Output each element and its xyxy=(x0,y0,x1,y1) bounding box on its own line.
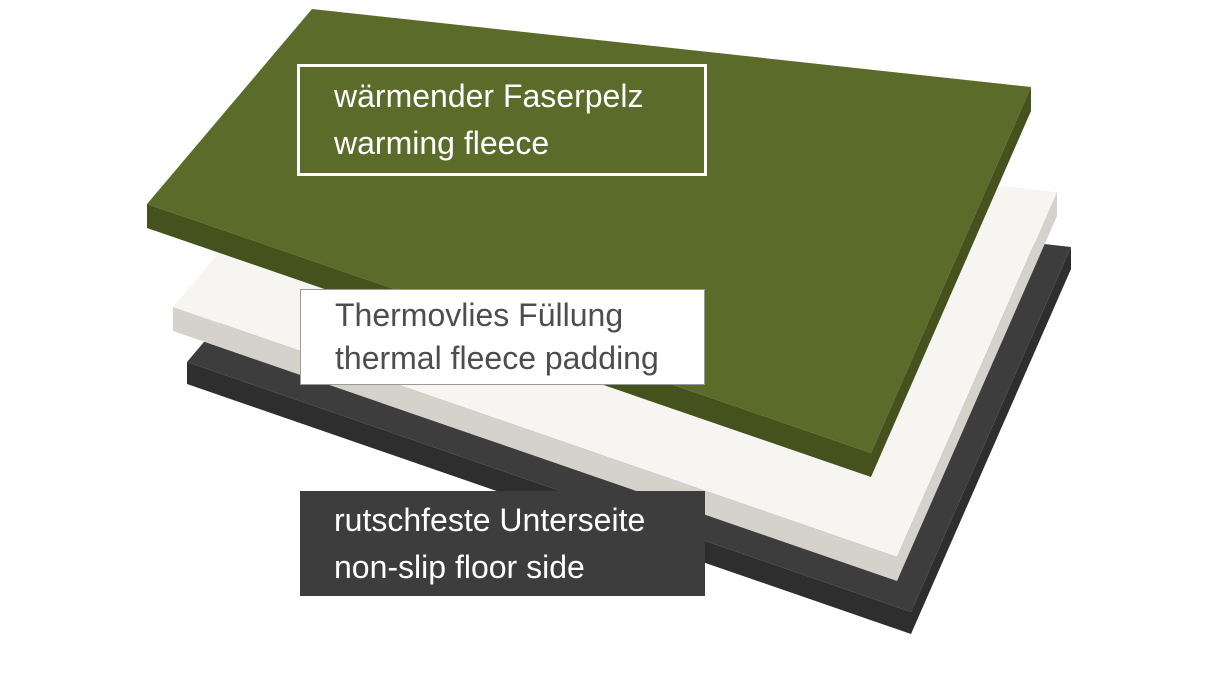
label-warming-fleece-de: wärmender Faserpelz xyxy=(334,78,644,114)
thermal-padding-side-right xyxy=(897,192,1057,581)
label-non-slip-base: rutschfeste Unterseite non-slip floor si… xyxy=(300,491,705,596)
label-warming-fleece-en: warming fleece xyxy=(334,125,550,161)
non-slip-base-side-right xyxy=(911,247,1071,634)
label-thermal-padding-en: thermal fleece padding xyxy=(335,340,659,376)
warming-fleece-top xyxy=(147,9,1031,453)
label-thermal-padding-de: Thermovlies Füllung xyxy=(335,297,624,333)
label-non-slip-base-en: non-slip floor side xyxy=(334,548,585,585)
warming-fleece-side-right xyxy=(871,87,1031,477)
label-non-slip-base-de: rutschfeste Unterseite xyxy=(334,501,646,538)
label-warming-fleece: wärmender Faserpelz warming fleece xyxy=(297,64,707,176)
label-thermal-padding: Thermovlies Füllung thermal fleece paddi… xyxy=(300,289,705,385)
